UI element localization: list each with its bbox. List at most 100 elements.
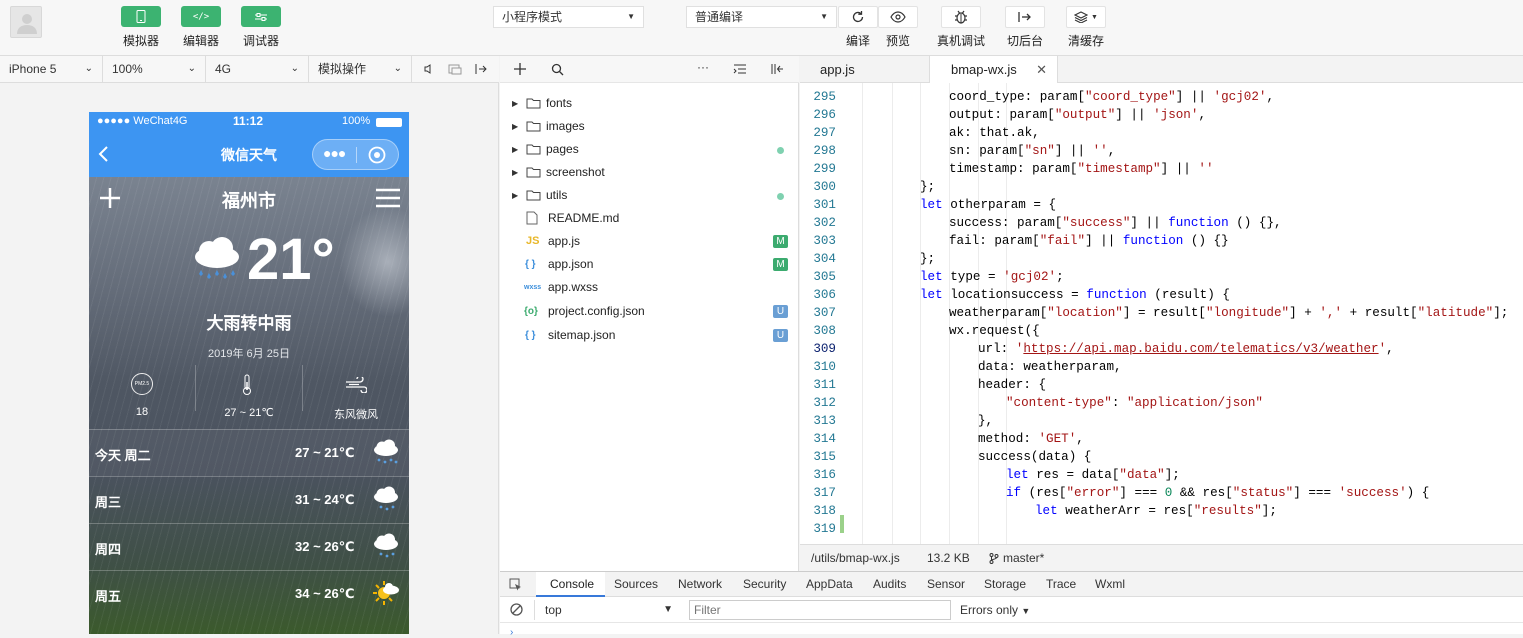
- log-level-select[interactable]: Errors only ▼: [960, 600, 1030, 620]
- tab-network[interactable]: Network: [678, 577, 723, 591]
- code-line: weatherparam["location"] = result["longi…: [949, 306, 1509, 320]
- console-prompt-icon[interactable]: ›: [510, 627, 514, 638]
- code-line: wx.request({: [949, 324, 1040, 338]
- tree-file-app-wxss[interactable]: wxss app.wxss: [500, 276, 799, 299]
- compile-button[interactable]: [838, 6, 878, 28]
- code-line: let res = data["data"];: [1006, 468, 1180, 482]
- tab-storage[interactable]: Storage: [984, 577, 1027, 591]
- phone-simulator[interactable]: ●●●●● WeChat4G 11:12 100% 微信天气 ●●● 福州市: [89, 112, 409, 634]
- chevron-right-icon: ▶: [512, 99, 519, 108]
- screen-icon[interactable]: [448, 63, 462, 75]
- code-editor: app.js bmap-wx.js ✕ 295 296 297 298 299 …: [800, 56, 1523, 571]
- compile-label: 编译: [845, 34, 870, 48]
- close-target-icon[interactable]: [368, 146, 386, 164]
- git-modified-badge: M: [773, 235, 788, 248]
- city-name[interactable]: 福州市: [222, 191, 276, 211]
- debugger-toggle-button[interactable]: [241, 6, 281, 27]
- background-label: 切后台: [1006, 34, 1043, 48]
- simulator-label: 模拟器: [122, 34, 159, 48]
- tree-file-readme[interactable]: README.md: [500, 207, 799, 230]
- code-line: data: weatherparam,: [978, 360, 1122, 374]
- forecast-day: 周四: [95, 542, 122, 557]
- chevron-down-icon: ▼: [820, 12, 828, 21]
- remote-debug-button[interactable]: [941, 6, 981, 28]
- more-icon[interactable]: ···: [697, 60, 709, 74]
- simulator-toggle-button[interactable]: [121, 6, 161, 27]
- console-filter-input[interactable]: [689, 600, 951, 620]
- clear-console-icon[interactable]: [510, 603, 523, 616]
- tree-folder-screenshot[interactable]: ▶ screenshot: [500, 161, 799, 184]
- git-change-marker: [840, 515, 844, 533]
- zoom-select[interactable]: 100% ⌄: [103, 56, 206, 82]
- tree-item-label: app.wxss: [548, 280, 599, 294]
- preview-button[interactable]: [878, 6, 918, 28]
- add-city-icon[interactable]: [98, 186, 122, 210]
- line-number: 311: [813, 378, 836, 392]
- search-icon[interactable]: [551, 63, 564, 76]
- close-icon[interactable]: ✕: [1036, 62, 1047, 77]
- tree-folder-utils[interactable]: ▶ utils: [500, 184, 799, 207]
- line-number: 296: [813, 108, 836, 122]
- status-branch[interactable]: master*: [1003, 551, 1045, 565]
- tab-security[interactable]: Security: [743, 577, 787, 591]
- mode-select[interactable]: 小程序模式 ▼: [493, 6, 644, 28]
- tab-wxml[interactable]: Wxml: [1095, 577, 1125, 591]
- line-number: 297: [813, 126, 836, 140]
- network-select[interactable]: 4G⌄: [206, 56, 309, 82]
- avatar[interactable]: [10, 6, 42, 38]
- explorer-toolbar: ···: [500, 56, 799, 83]
- collapse-all-icon[interactable]: [733, 64, 747, 74]
- zoom-value: 100%: [112, 62, 143, 76]
- inspect-icon[interactable]: [509, 578, 523, 592]
- tab-appdata[interactable]: AppData: [806, 577, 853, 591]
- preview-label: 预览: [885, 34, 910, 48]
- tab-trace[interactable]: Trace: [1046, 577, 1077, 591]
- tab-sources[interactable]: Sources: [614, 577, 659, 591]
- add-icon[interactable]: [514, 63, 526, 75]
- bug-icon: [955, 10, 967, 24]
- detach-simulator-icon[interactable]: [474, 63, 488, 75]
- forecast-row: 周三 31 ~ 24℃: [89, 476, 409, 523]
- capsule-button[interactable]: ●●●: [312, 139, 399, 170]
- menu-icon[interactable]: [375, 188, 401, 208]
- chevron-down-icon: ⌄: [187, 63, 196, 74]
- tree-folder-fonts[interactable]: ▶ fonts: [500, 92, 799, 115]
- device-select[interactable]: iPhone 5⌄: [0, 56, 103, 82]
- folder-icon: [526, 144, 541, 155]
- tab-app-js[interactable]: app.js: [800, 56, 930, 83]
- tree-item-label: app.json: [548, 257, 594, 271]
- context-select[interactable]: top ▼: [534, 600, 676, 620]
- tree-file-project-config[interactable]: {o} project.config.json U: [500, 300, 799, 323]
- tab-audits[interactable]: Audits: [873, 577, 907, 591]
- volume-icon[interactable]: [423, 63, 435, 75]
- more-dots-icon[interactable]: ●●●: [323, 145, 346, 161]
- chevron-right-icon: ▶: [512, 122, 519, 131]
- tree-file-app-js[interactable]: JS app.js M: [500, 230, 799, 253]
- line-number: 301: [813, 198, 836, 212]
- hide-panel-icon[interactable]: [770, 63, 784, 75]
- line-number: 308: [813, 324, 836, 338]
- forecast-day: 周三: [95, 495, 122, 510]
- clear-cache-button[interactable]: ▼: [1066, 6, 1106, 28]
- background-button[interactable]: [1005, 6, 1045, 28]
- tab-console[interactable]: Console: [550, 577, 595, 591]
- code-line: success(data) {: [978, 450, 1092, 464]
- weather-description: 大雨转中雨: [206, 314, 292, 333]
- tree-folder-pages[interactable]: ▶ pages: [500, 138, 799, 161]
- line-number: 303: [813, 234, 836, 248]
- editor-toggle-button[interactable]: </>: [181, 6, 221, 27]
- code-line: sn: param["sn"] || '',: [949, 144, 1116, 158]
- back-arrow-icon[interactable]: [97, 145, 109, 163]
- operation-select[interactable]: 模拟操作⌄: [309, 56, 412, 82]
- chevron-down-icon: ⌄: [84, 63, 93, 74]
- chevron-down-icon: ⌄: [290, 63, 299, 74]
- code-area[interactable]: 295 296 297 298 299 300 301 302 303 304 …: [800, 83, 1523, 544]
- tree-file-sitemap[interactable]: { } sitemap.json U: [500, 324, 799, 347]
- tree-file-app-json[interactable]: { } app.json M: [500, 253, 799, 276]
- tab-bmap-wx-js[interactable]: bmap-wx.js ✕: [930, 56, 1058, 83]
- weather-background: 福州市 21° 大雨转中雨 2019年 6月 25日 PM2.5 18 27 ~…: [89, 177, 409, 634]
- tab-sensor[interactable]: Sensor: [927, 577, 966, 591]
- tree-folder-images[interactable]: ▶ images: [500, 115, 799, 138]
- compile-select[interactable]: 普通编译 ▼: [686, 6, 837, 28]
- line-number: 318: [813, 504, 836, 518]
